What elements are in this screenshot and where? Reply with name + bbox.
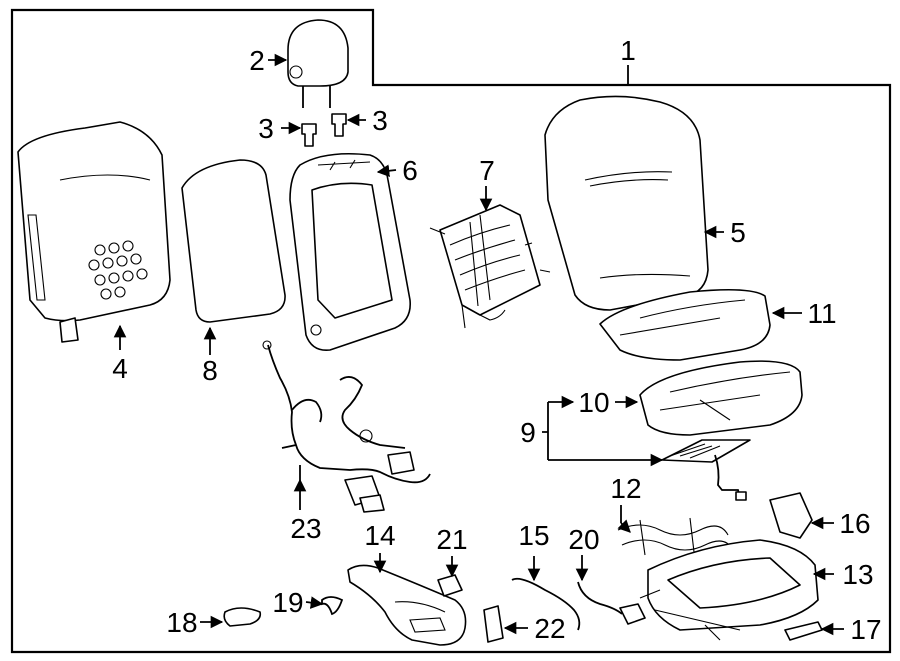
callout-22: 22 (534, 613, 565, 644)
callout-18: 18 (166, 607, 197, 638)
callout-7: 7 (479, 155, 495, 186)
callout-20: 20 (568, 524, 599, 555)
rear-seatback-panel-part (17, 121, 171, 343)
callout-14: 14 (364, 520, 395, 551)
cover-17-part (784, 621, 823, 641)
callout-1: 1 (620, 35, 636, 66)
seatback-frame-part (289, 152, 412, 352)
cable-lever-part (577, 581, 646, 625)
callout-3-right: 3 (372, 105, 388, 136)
callout-12: 12 (610, 473, 641, 504)
occupant-sensor-mat-part (661, 439, 751, 501)
callout-6: 6 (402, 155, 418, 186)
clip-19-part (321, 596, 344, 616)
diagram-border (10, 8, 892, 654)
back-pad-part (181, 159, 286, 323)
callout-21: 21 (436, 524, 467, 555)
adjuster-cable-part (511, 577, 581, 631)
seat-cushion-cover-part (599, 288, 771, 361)
seat-cushion-pad-part (639, 360, 803, 436)
leader-lines (113, 53, 844, 636)
callout-13: 13 (842, 559, 873, 590)
callout-5: 5 (730, 217, 746, 248)
callout-15: 15 (518, 520, 549, 551)
callout-4: 4 (112, 353, 128, 384)
callout-11: 11 (807, 298, 836, 329)
headrest-part (287, 19, 349, 108)
trim-cover-part (769, 492, 813, 539)
callout-10: 10 (578, 387, 609, 418)
callout-17: 17 (850, 614, 881, 645)
lumbar-support-part (429, 204, 551, 329)
callout-19: 19 (272, 587, 303, 618)
seatback-cushion-part (544, 95, 709, 311)
wiring-harness-part (262, 340, 431, 513)
seat-adjuster-frame-part (639, 539, 819, 641)
callout-labels: 1 2 3 3 4 5 6 7 8 9 10 11 12 13 14 15 16… (112, 35, 881, 645)
callout-3-left: 3 (258, 113, 274, 144)
switch-22-part (483, 605, 504, 643)
knob-18-part (223, 607, 262, 627)
callout-8: 8 (202, 355, 218, 386)
headrest-guide-left-part (301, 123, 317, 147)
callout-16: 16 (839, 508, 870, 539)
callout-2: 2 (249, 45, 265, 76)
seat-springs-part (617, 517, 734, 556)
switch-21-part (437, 574, 463, 597)
callout-9: 9 (520, 417, 536, 448)
callout-23: 23 (290, 513, 321, 544)
headrest-guide-right-part (331, 113, 347, 137)
